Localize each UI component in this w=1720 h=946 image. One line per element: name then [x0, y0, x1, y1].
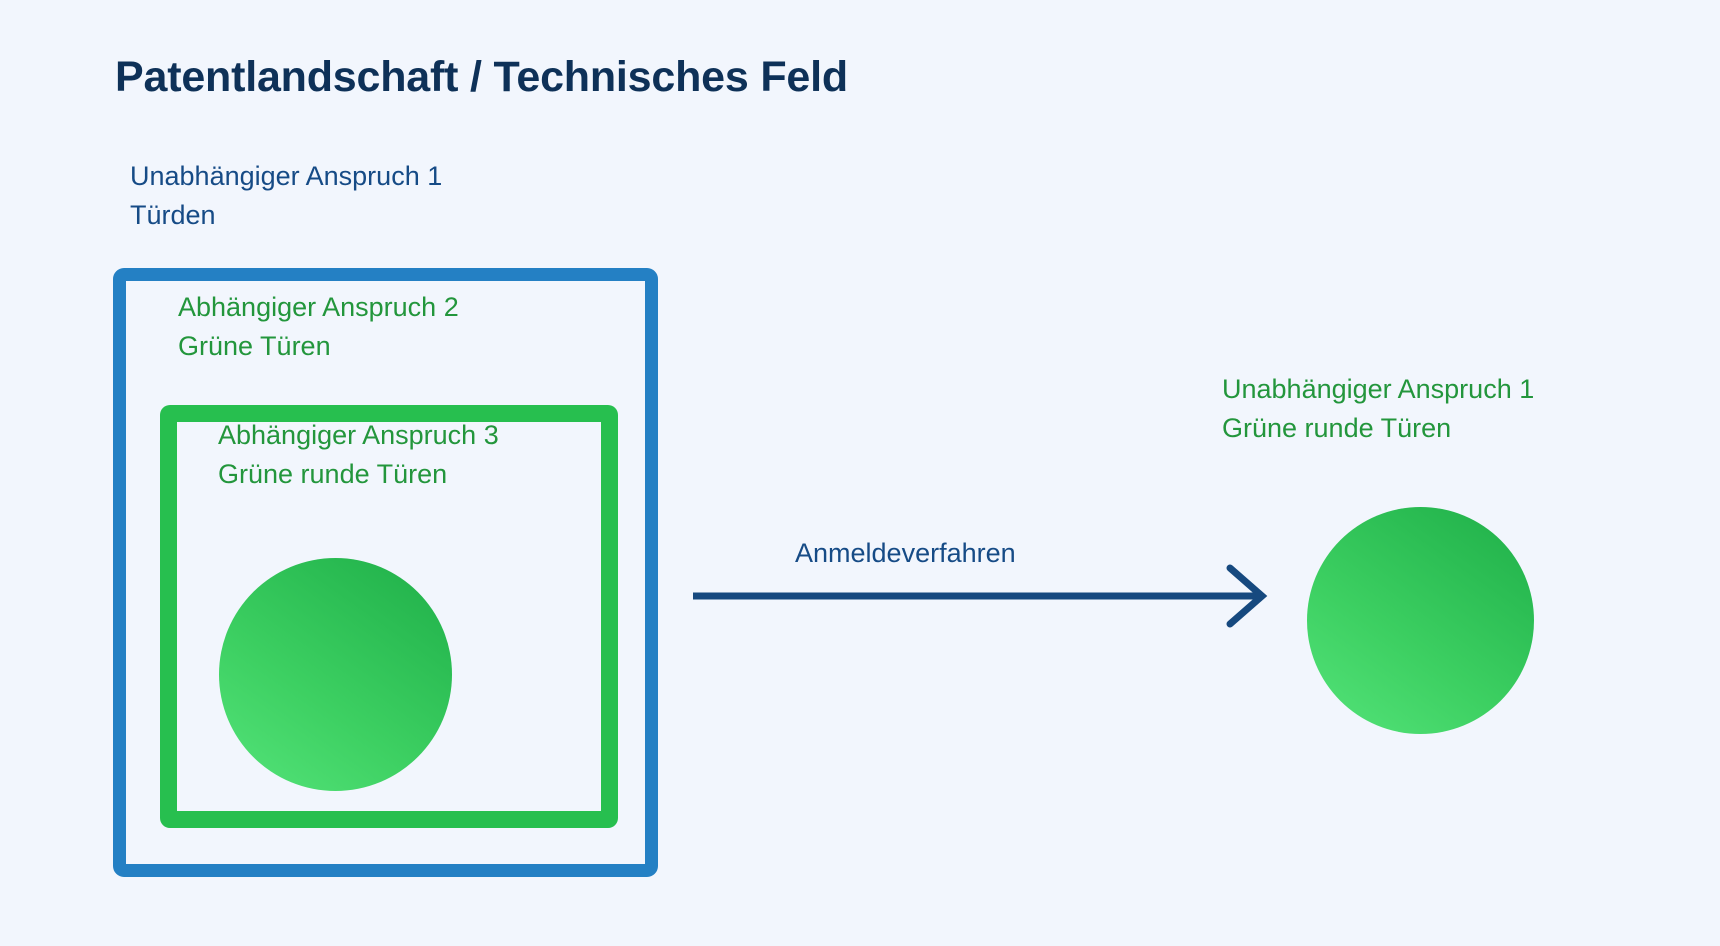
independent-claim-1-caption: Unabhängiger Anspruch 1 Türden: [130, 161, 443, 230]
page-title: Patentlandschaft / Technisches Feld: [115, 53, 848, 101]
green-circle-right: [1307, 507, 1534, 734]
dependent-claim-2-caption: Abhängiger Anspruch 2 Grüne Türen: [178, 292, 459, 361]
transition-arrow: [690, 560, 1280, 632]
arrow-right-icon: [693, 564, 1268, 628]
green-circle-left: [219, 558, 452, 791]
dependent-claim-3-scope-box: [160, 405, 618, 828]
transition-label: Anmeldeverfahren: [795, 538, 1016, 568]
independent-claim-1-scope-box: [113, 268, 658, 877]
dependent-claim-3-caption: Abhängiger Anspruch 3 Grüne runde Türen: [218, 420, 499, 489]
granted-claim-caption: Unabhängiger Anspruch 1 Grüne runde Türe…: [1222, 374, 1535, 443]
